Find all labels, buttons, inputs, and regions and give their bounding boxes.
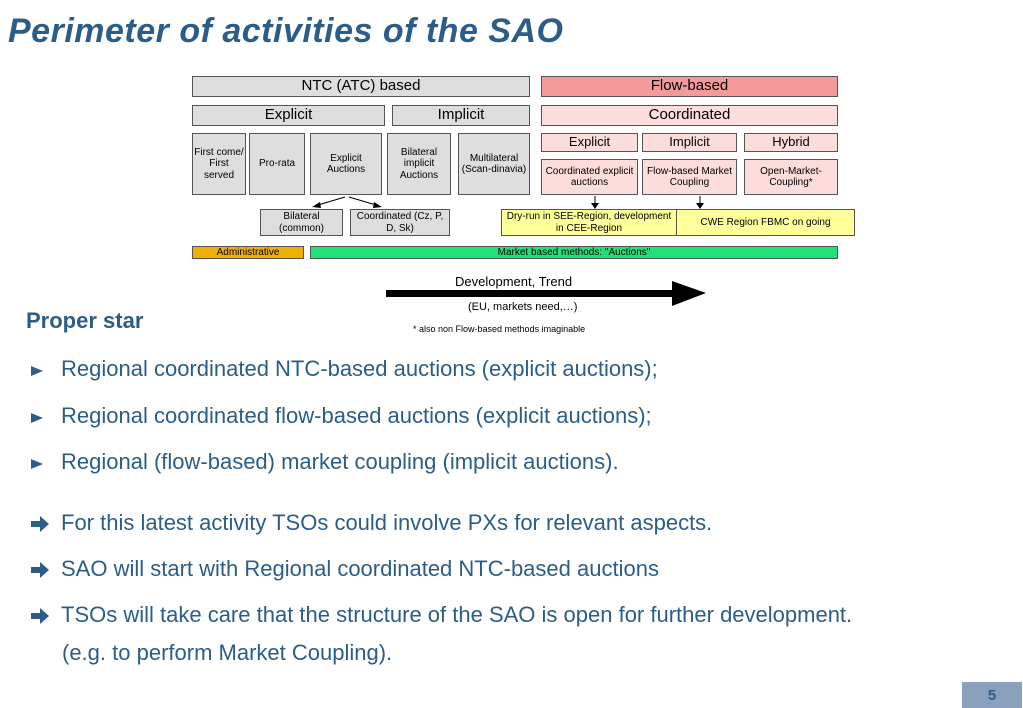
cwe-fbmc-box: CWE Region FBMC on going	[676, 209, 855, 236]
page-number: 5	[962, 682, 1022, 708]
slide-title: Perimeter of activities of the SAO	[8, 12, 564, 50]
flow-type-hybrid: Hybrid	[744, 133, 838, 152]
sub-auction-coordinated: Coordinated (Cz, P, D, Sk)	[350, 209, 450, 236]
coordinated-header: Coordinated	[541, 105, 838, 126]
flow-method-open-market-coupling: Open-Market-Coupling*	[744, 159, 838, 195]
ntc-based-header: NTC (ATC) based	[192, 76, 530, 97]
implicit-header: Implicit	[392, 105, 530, 126]
method-multilateral-scandinavia: Multilateral (Scan-dinavia)	[458, 133, 530, 195]
administrative-bar: Administrative	[192, 246, 304, 259]
connector-cwe-head	[696, 203, 704, 209]
bullet-item: Regional coordinated flow-based auctions…	[30, 403, 652, 429]
method-first-come-first-served: First come/ First served	[192, 133, 246, 195]
method-explicit-auctions: Explicit Auctions	[310, 133, 382, 195]
connector-coordinated	[348, 196, 377, 206]
explicit-header: Explicit	[192, 105, 385, 126]
market-based-bar: Market based methods: "Auctions"	[310, 246, 838, 259]
dry-run-box: Dry-run in SEE-Region, development in CE…	[501, 209, 677, 236]
trend-sublabel: (EU, markets need,…)	[468, 301, 578, 313]
method-bilateral-implicit-auctions: Bilateral implicit Auctions	[387, 133, 451, 195]
triangle-bullet-icon	[31, 366, 43, 376]
trend-label: Development, Trend	[455, 274, 573, 289]
right-arrow-icon	[31, 516, 49, 532]
connector-bilateral	[317, 196, 346, 206]
arrow-point-item: For this latest activity TSOs could invo…	[30, 510, 712, 536]
flow-method-coordinated-explicit: Coordinated explicit auctions	[541, 159, 638, 195]
connector-dry-run-head	[591, 203, 599, 209]
right-arrow-icon	[31, 608, 49, 624]
connector-bilateral-head	[312, 202, 321, 208]
flow-type-implicit: Implicit	[642, 133, 737, 152]
bullet-item: Regional coordinated NTC-based auctions …	[30, 356, 658, 382]
arrow-point-item: SAO will start with Regional coordinated…	[30, 556, 659, 582]
flow-based-header: Flow-based	[541, 76, 838, 97]
method-pro-rata: Pro-rata	[249, 133, 305, 195]
triangle-bullet-icon	[31, 413, 43, 423]
arrow-point-item: TSOs will take care that the structure o…	[30, 602, 852, 628]
section-heading: Proper star	[26, 308, 144, 333]
flow-method-market-coupling: Flow-based Market Coupling	[642, 159, 737, 195]
arrow-point-continuation: (e.g. to perform Market Coupling).	[62, 640, 393, 665]
right-arrow-icon	[31, 562, 49, 578]
development-trend-arrow	[386, 281, 706, 306]
sub-auction-bilateral: Bilateral (common)	[260, 209, 343, 236]
triangle-bullet-icon	[31, 459, 43, 469]
flow-type-explicit: Explicit	[541, 133, 638, 152]
footnote: * also non Flow-based methods imaginable	[413, 324, 586, 334]
bullet-item: Regional (flow-based) market coupling (i…	[30, 449, 619, 475]
connector-coordinated-head	[373, 202, 382, 208]
